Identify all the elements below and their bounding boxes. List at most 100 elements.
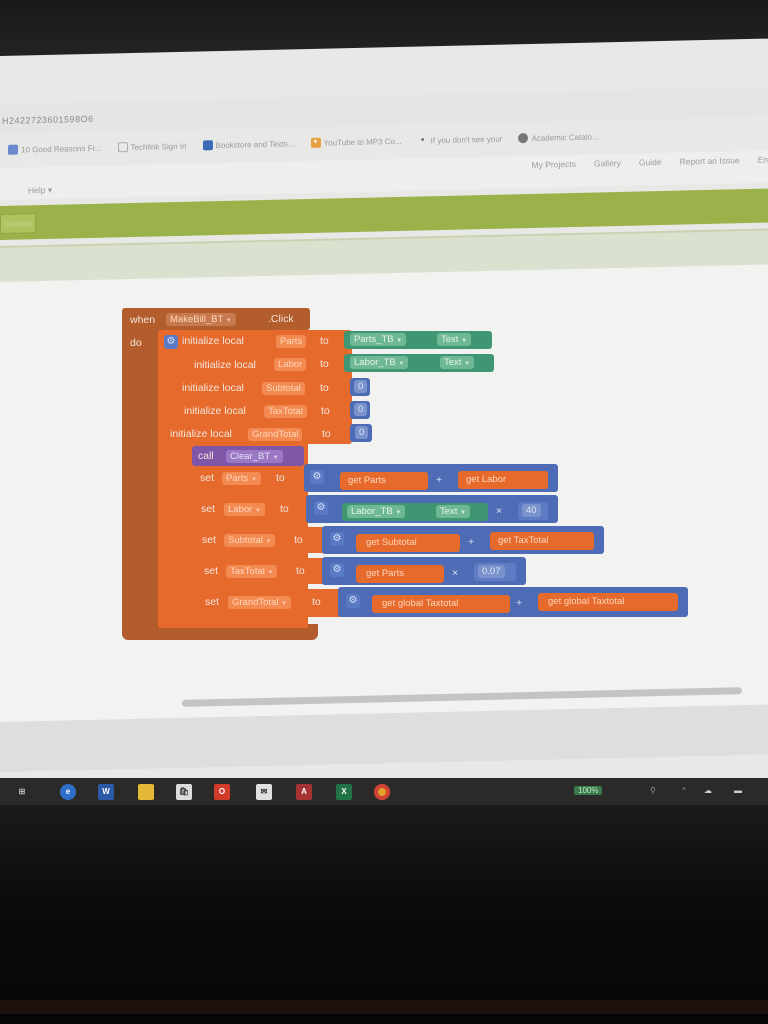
var-name: Subtotal bbox=[228, 535, 263, 546]
windows-icon[interactable]: ⊞ bbox=[18, 787, 26, 796]
mutator-gear-icon[interactable]: ⚙ bbox=[314, 501, 328, 515]
get-block[interactable] bbox=[356, 565, 444, 583]
mail-icon[interactable]: ✉ bbox=[256, 784, 272, 800]
to-label: to bbox=[296, 565, 305, 577]
get-parts[interactable]: get Parts bbox=[366, 568, 405, 579]
component-dropdown[interactable]: MakeBill_BT ▼ bbox=[166, 313, 236, 326]
procedure-name: Clear_BT bbox=[230, 451, 270, 462]
mutator-gear-icon[interactable]: ⚙ bbox=[330, 563, 344, 577]
to-label-5: to bbox=[322, 428, 331, 440]
get-block[interactable] bbox=[356, 534, 460, 552]
office-icon[interactable]: O bbox=[214, 784, 230, 800]
local-name-grandtotal[interactable]: GrandTotal bbox=[248, 428, 303, 441]
get-global-taxtotal[interactable]: get global Taxtotal bbox=[548, 596, 625, 607]
to-label-1: to bbox=[320, 335, 329, 347]
local-init-block[interactable] bbox=[158, 330, 352, 444]
parts-tb-dropdown[interactable]: Parts_TB ▼ bbox=[350, 333, 407, 346]
explorer-icon[interactable] bbox=[138, 784, 154, 800]
get-taxtotal[interactable]: get TaxTotal bbox=[498, 535, 549, 546]
edge-icon[interactable]: e bbox=[60, 784, 76, 800]
get-global-taxtotal[interactable]: get global Taxtotal bbox=[382, 598, 459, 609]
var-name: Parts bbox=[226, 473, 249, 484]
set-var-dropdown[interactable]: TaxTotal ▼ bbox=[226, 565, 278, 578]
procedure-dropdown[interactable]: Clear_BT ▼ bbox=[226, 450, 283, 463]
number-value[interactable]: 0.07 bbox=[478, 565, 505, 578]
number-value[interactable]: 0 bbox=[355, 426, 369, 439]
dropdown-arrow-icon: ▼ bbox=[460, 510, 467, 516]
to-label-2: to bbox=[320, 358, 329, 370]
prop-name: Text bbox=[444, 357, 462, 368]
mutator-gear-icon[interactable]: ⚙ bbox=[346, 594, 360, 608]
local-name-subtotal[interactable]: Subtotal bbox=[262, 382, 305, 395]
mutator-gear-icon[interactable]: ⚙ bbox=[310, 470, 324, 484]
number-value[interactable]: 0 bbox=[354, 380, 368, 393]
text-prop-dropdown[interactable]: Text ▼ bbox=[440, 356, 475, 369]
do-label: do bbox=[130, 337, 142, 349]
get-block[interactable] bbox=[340, 472, 428, 490]
to-label: to bbox=[312, 596, 321, 608]
get-block[interactable] bbox=[372, 595, 510, 613]
plus-operator: + bbox=[468, 536, 475, 548]
tray-icon[interactable]: ▬ bbox=[734, 786, 742, 795]
chrome-icon[interactable] bbox=[374, 784, 390, 800]
init-label-4: initialize local bbox=[184, 405, 246, 417]
to-label: to bbox=[294, 534, 303, 546]
mutator-gear-icon[interactable]: ⚙ bbox=[330, 532, 344, 546]
labor-tb-dropdown[interactable]: Labor_TB ▼ bbox=[350, 356, 409, 369]
labor-tb-dropdown[interactable]: Labor_TB ▼ bbox=[347, 505, 406, 518]
plus-operator: + bbox=[516, 597, 523, 609]
number-value[interactable]: 40 bbox=[522, 504, 541, 517]
set-var-dropdown[interactable]: Parts ▼ bbox=[222, 472, 261, 485]
var-name: Labor bbox=[228, 504, 253, 515]
init-label-2: initialize local bbox=[194, 359, 256, 371]
when-label: when bbox=[130, 314, 156, 326]
var-name: TaxTotal bbox=[230, 566, 265, 577]
number-value[interactable]: 0 bbox=[354, 403, 368, 416]
text-prop-dropdown[interactable]: Text ▼ bbox=[437, 333, 472, 346]
set-var-dropdown[interactable]: Subtotal ▼ bbox=[224, 534, 276, 547]
prop-name: Text bbox=[440, 506, 458, 517]
var-name: GrandTotal bbox=[232, 597, 279, 608]
network-icon[interactable]: ⚲ bbox=[650, 786, 656, 795]
local-name-taxtotal[interactable]: TaxTotal bbox=[264, 405, 307, 418]
access-icon[interactable]: A bbox=[296, 784, 312, 800]
event-name: .Click bbox=[268, 313, 294, 325]
get-block[interactable] bbox=[538, 593, 678, 611]
set-var-dropdown[interactable]: Labor ▼ bbox=[224, 503, 265, 516]
dropdown-arrow-icon: ▼ bbox=[265, 539, 272, 545]
get-subtotal[interactable]: get Subtotal bbox=[366, 537, 417, 548]
store-icon[interactable]: 🛍 bbox=[176, 784, 192, 800]
monitor-bezel-bottom bbox=[0, 805, 768, 1024]
text-prop-dropdown[interactable]: Text ▼ bbox=[436, 505, 471, 518]
component-name: Labor_TB bbox=[354, 357, 396, 368]
dropdown-arrow-icon: ▼ bbox=[396, 338, 403, 344]
dropdown-arrow-icon: ▼ bbox=[461, 338, 468, 344]
dropdown-arrow-icon: ▼ bbox=[250, 477, 257, 483]
set-label: set bbox=[201, 503, 216, 515]
get-parts[interactable]: get Parts bbox=[348, 475, 387, 486]
set-var-dropdown[interactable]: GrandTotal ▼ bbox=[228, 596, 292, 609]
dropdown-arrow-icon: ▼ bbox=[464, 361, 471, 367]
multiply-operator: × bbox=[496, 505, 503, 517]
plus-operator: + bbox=[436, 474, 443, 486]
set-label: set bbox=[205, 596, 220, 608]
battery-indicator[interactable]: 100% bbox=[574, 786, 603, 795]
component-name: MakeBill_BT bbox=[170, 314, 224, 325]
cloud-icon[interactable]: ☁ bbox=[704, 786, 712, 795]
prop-name: Text bbox=[441, 334, 459, 345]
to-label-3: to bbox=[320, 382, 329, 394]
chevron-up-icon[interactable]: ^ bbox=[682, 786, 686, 795]
get-labor[interactable]: get Labor bbox=[466, 474, 507, 485]
word-icon[interactable]: W bbox=[98, 784, 114, 800]
local-name-labor[interactable]: Labor bbox=[274, 358, 307, 371]
get-block[interactable] bbox=[458, 471, 548, 489]
excel-icon[interactable]: X bbox=[336, 784, 352, 800]
get-block[interactable] bbox=[490, 532, 594, 550]
set-label: set bbox=[204, 565, 219, 577]
to-label: to bbox=[280, 503, 289, 515]
mutator-gear-icon[interactable]: ⚙ bbox=[164, 335, 178, 349]
call-label: call bbox=[198, 450, 214, 462]
dropdown-arrow-icon: ▼ bbox=[267, 570, 274, 576]
local-name-parts[interactable]: Parts bbox=[276, 335, 307, 348]
